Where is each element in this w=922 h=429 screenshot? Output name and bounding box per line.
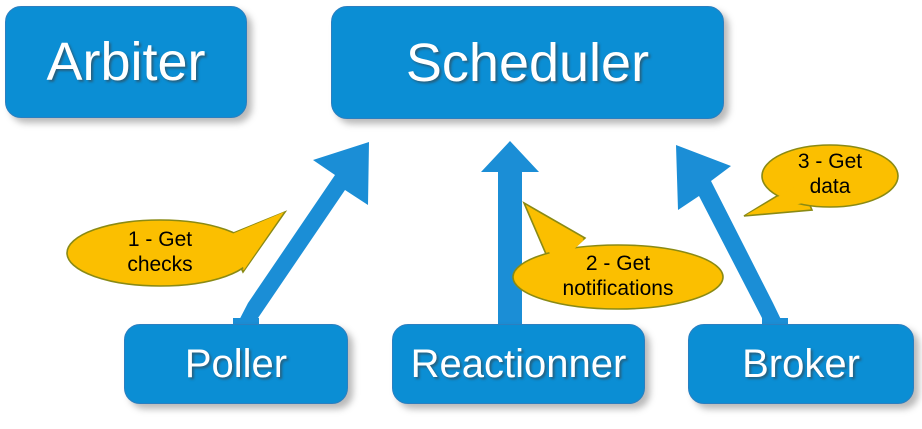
arrow-reactionner-to-scheduler xyxy=(481,141,539,332)
node-reactionner-label: Reactionner xyxy=(410,342,627,386)
arrow-poller-to-scheduler xyxy=(233,142,369,340)
node-arbiter[interactable]: Arbiter xyxy=(5,6,247,118)
callout-3-shape[interactable] xyxy=(743,144,899,217)
node-poller[interactable]: Poller xyxy=(124,324,348,404)
node-broker[interactable]: Broker xyxy=(688,324,914,404)
callout-2-label: 2 - Get notifications xyxy=(562,252,674,300)
callout-1-label: 1 - Get checks xyxy=(127,228,193,276)
node-broker-label: Broker xyxy=(742,342,860,386)
node-poller-label: Poller xyxy=(184,342,288,386)
callout-1-shape[interactable] xyxy=(66,210,288,287)
node-arbiter-label: Arbiter xyxy=(46,32,206,92)
node-scheduler-label: Scheduler xyxy=(405,32,650,93)
node-reactionner[interactable]: Reactionner xyxy=(392,324,645,404)
arrow-broker-to-scheduler xyxy=(676,145,788,340)
node-scheduler[interactable]: Scheduler xyxy=(331,6,724,119)
callout-2-shape[interactable] xyxy=(512,201,724,310)
callout-3-label: 3 - Get data xyxy=(797,150,863,198)
